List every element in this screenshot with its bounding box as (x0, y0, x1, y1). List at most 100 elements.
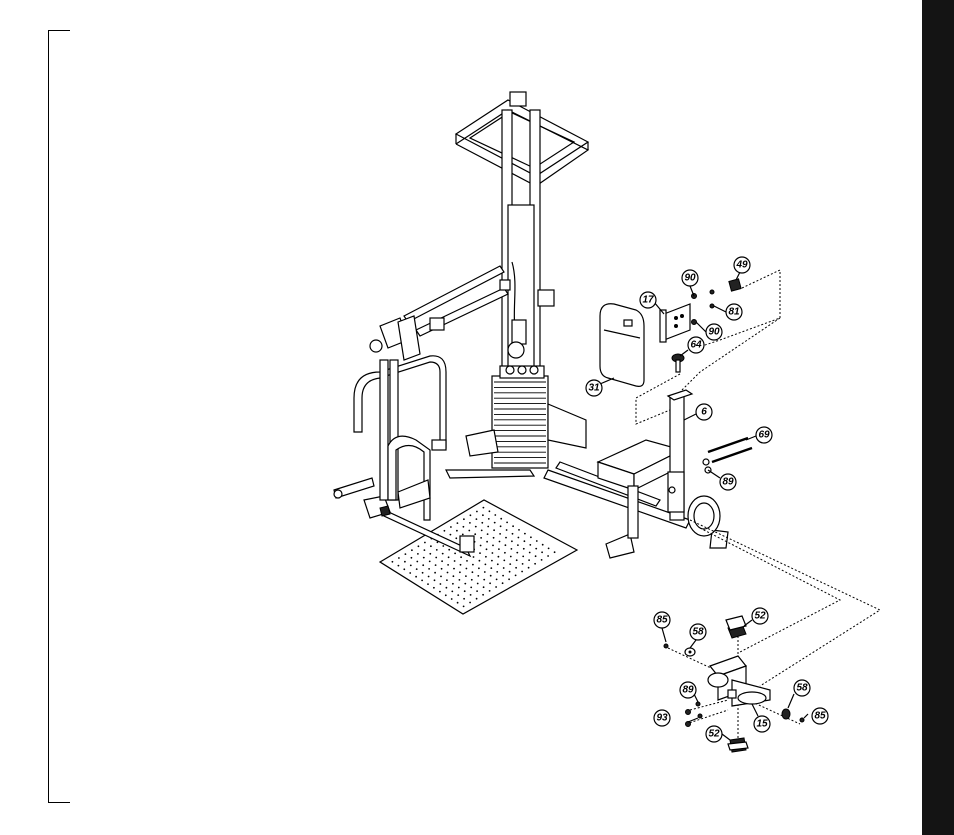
callout-52b: 52 (706, 726, 722, 742)
svg-text:93: 93 (656, 713, 668, 724)
svg-text:52: 52 (708, 729, 720, 740)
mat-dot (428, 568, 430, 570)
svg-text:90: 90 (684, 273, 696, 284)
mat-dot (479, 552, 481, 554)
mat-dot (494, 522, 496, 524)
mat-dot (541, 551, 543, 553)
mat-dot (521, 571, 523, 573)
mat-dot (434, 572, 436, 574)
mat-dot (515, 575, 517, 577)
mat-dot (422, 564, 424, 566)
end-cap-49 (729, 279, 741, 291)
mat-dot (529, 552, 531, 554)
svg-text:15: 15 (756, 719, 768, 730)
mat-dot (447, 572, 449, 574)
mat-dot (504, 552, 506, 554)
mat-dot (542, 544, 544, 546)
mat-dot (487, 533, 489, 535)
mat-dot (444, 530, 446, 532)
mat-dot (451, 598, 453, 600)
callout-90a: 90 (682, 270, 698, 286)
mat-dot (429, 561, 431, 563)
mat-dot (494, 514, 496, 516)
callout-69: 69 (756, 427, 772, 443)
mat-dot (541, 559, 543, 561)
mat-dot (511, 540, 513, 542)
mat-dot (429, 553, 431, 555)
mat-dot (536, 540, 538, 542)
mat-dot (458, 587, 460, 589)
mat-dot (447, 564, 449, 566)
callout-52a: 52 (752, 608, 768, 624)
mat-dot (441, 560, 443, 562)
mat-dot (505, 537, 507, 539)
mat-dot (424, 542, 426, 544)
mat-dot (485, 564, 487, 566)
mat-dot (509, 563, 511, 565)
mat-dot (464, 590, 466, 592)
mat-dot (442, 545, 444, 547)
mat-dot (554, 551, 556, 553)
svg-text:90: 90 (708, 327, 720, 338)
mat-dot (524, 540, 526, 542)
mat-dot (481, 530, 483, 532)
mat-dot (485, 556, 487, 558)
mat-dot (488, 518, 490, 520)
mat-dot (440, 583, 442, 585)
mat-dot (482, 594, 484, 596)
mat-dot (463, 598, 465, 600)
mat-dot (490, 567, 492, 569)
svg-text:31: 31 (588, 383, 600, 394)
mat-dot (424, 549, 426, 551)
mat-dot (491, 560, 493, 562)
svg-text:17: 17 (642, 295, 654, 306)
mat-dot (470, 594, 472, 596)
svg-text:89: 89 (722, 477, 734, 488)
mat-dot (495, 586, 497, 588)
mat-dot (448, 556, 450, 558)
mat-dot (416, 561, 418, 563)
callout-90b: 90 (706, 324, 722, 340)
mat-dot (473, 556, 475, 558)
callout-64: 64 (688, 337, 704, 353)
mat-dot (433, 587, 435, 589)
mat-dot (462, 534, 464, 536)
mat-dot (409, 572, 411, 574)
mat-dot (476, 590, 478, 592)
callout-89b: 89 (680, 682, 696, 698)
mat-dot (511, 548, 513, 550)
svg-text:85: 85 (814, 711, 826, 722)
mat-dot (459, 571, 461, 573)
mat-dot (480, 545, 482, 547)
mat-dot (523, 548, 525, 550)
callout-85a: 85 (654, 612, 670, 628)
mat-dot (434, 579, 436, 581)
mat-dot (534, 563, 536, 565)
mat-dot (442, 553, 444, 555)
mat-dot (492, 552, 494, 554)
mat-dot (484, 571, 486, 573)
callout-89a: 89 (720, 474, 736, 490)
callout-81: 81 (726, 304, 742, 320)
mat-dot (427, 583, 429, 585)
mat-dot (489, 510, 491, 512)
mat-dot (454, 553, 456, 555)
mat-dot (493, 537, 495, 539)
mat-dot (446, 587, 448, 589)
svg-text:6: 6 (701, 407, 707, 418)
mat-dot (518, 529, 520, 531)
callout-58b: 58 (794, 680, 810, 696)
mat-dot (497, 563, 499, 565)
mat-dot (411, 549, 413, 551)
mat-dot (465, 575, 467, 577)
mat-dot (498, 556, 500, 558)
pop-pin-64 (672, 354, 684, 372)
mat-dot (496, 571, 498, 573)
mat-dot (453, 575, 455, 577)
callout-58a: 58 (690, 624, 706, 640)
svg-text:52: 52 (754, 611, 766, 622)
mat-dot (466, 560, 468, 562)
mat-dot (478, 567, 480, 569)
callout-15: 15 (754, 716, 770, 732)
mat-dot (454, 560, 456, 562)
